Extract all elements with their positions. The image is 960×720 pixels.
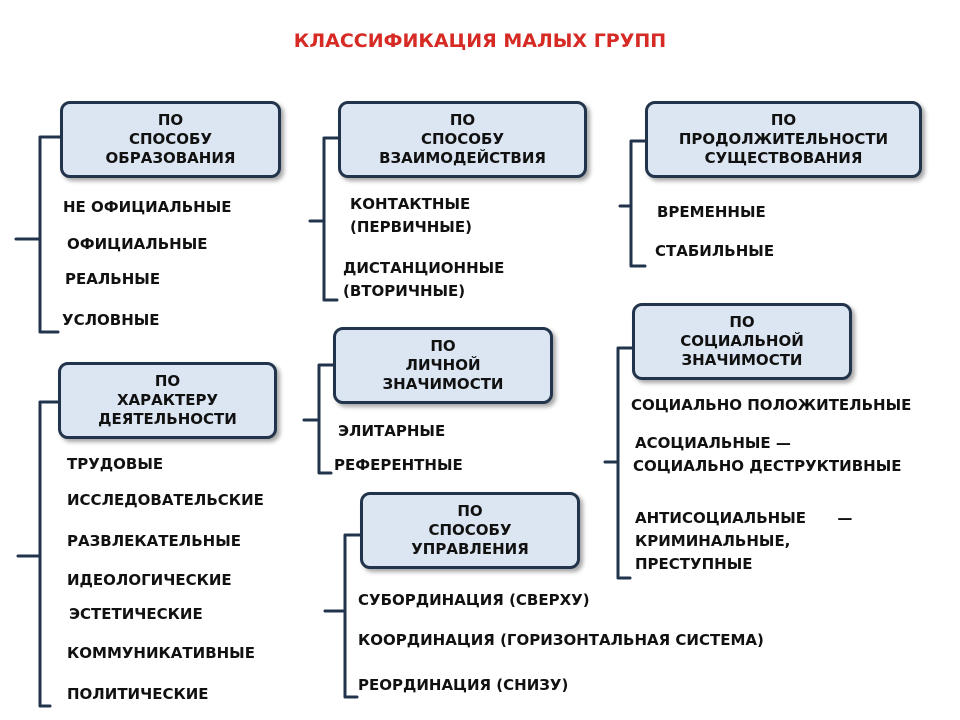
list-item: АНТИСОЦИАЛЬНЫЕ — bbox=[635, 509, 853, 527]
list-item: (ПЕРВИЧНЫЕ) bbox=[350, 218, 472, 236]
category-box-activity: ПО ХАРАКТЕРУ ДЕЯТЕЛЬНОСТИ bbox=[58, 362, 277, 439]
list-item: СУБОРДИНАЦИЯ (СВЕРХУ) bbox=[358, 591, 590, 609]
box-line: ПО bbox=[430, 337, 456, 355]
list-item: ТРУДОВЫЕ bbox=[67, 455, 164, 473]
box-line: ПО bbox=[449, 111, 476, 129]
diagram-title: КЛАССИФИКАЦИЯ МАЛЫХ ГРУПП bbox=[293, 30, 667, 52]
box-line: ЗНАЧИМОСТИ bbox=[681, 351, 803, 369]
list-item: ВРЕМЕННЫЕ bbox=[657, 203, 766, 221]
box-line: ЗНАЧИМОСТИ bbox=[382, 375, 504, 393]
category-box-interaction: ПО СПОСОБУ ВЗАИМОДЕЙСТВИЯ bbox=[338, 101, 587, 178]
list-item: РЕФЕРЕНТНЫЕ bbox=[334, 456, 463, 474]
bracket-group-5 bbox=[302, 363, 335, 475]
box-line: СПОСОБУ bbox=[420, 130, 505, 148]
box-line: ЛИЧНОЙ bbox=[405, 356, 481, 374]
category-box-formation: ПО СПОСОБУ ОБРАЗОВАНИЯ bbox=[60, 101, 281, 178]
box-line: УПРАВЛЕНИЯ bbox=[411, 540, 529, 558]
box-line: СПОСОБУ bbox=[128, 130, 213, 148]
list-item: РЕАЛЬНЫЕ bbox=[65, 270, 161, 288]
box-line: ВЗАИМОДЕЙСТВИЯ bbox=[379, 149, 546, 167]
list-item: ПРЕСТУПНЫЕ bbox=[635, 555, 753, 573]
bracket-group-2 bbox=[308, 136, 340, 302]
box-line: ДЕЯТЕЛЬНОСТИ bbox=[98, 410, 237, 428]
list-item: ИДЕОЛОГИЧЕСКИЕ bbox=[67, 571, 232, 589]
list-item: (ВТОРИЧНЫЕ) bbox=[343, 282, 466, 300]
bracket-group-4 bbox=[16, 400, 60, 708]
box-line: СПОСОБУ bbox=[428, 521, 512, 539]
list-item: СОЦИАЛЬНО ДЕСТРУКТИВНЫЕ bbox=[633, 457, 902, 475]
list-item: КРИМИНАЛЬНЫЕ, bbox=[635, 532, 791, 550]
category-box-personal-significance: ПО ЛИЧНОЙ ЗНАЧИМОСТИ bbox=[333, 327, 553, 404]
box-line: ПО bbox=[154, 372, 181, 390]
category-box-social-significance: ПО СОЦИАЛЬНОЙ ЗНАЧИМОСТИ bbox=[632, 303, 852, 380]
box-line: ХАРАКТЕРУ bbox=[116, 391, 219, 409]
list-item: ИССЛЕДОВАТЕЛЬСКИЕ bbox=[67, 491, 264, 509]
list-item: РАЗВЛЕКАТЕЛЬНЫЕ bbox=[67, 532, 241, 550]
bracket-group-7 bbox=[603, 346, 634, 580]
list-item: РЕОРДИНАЦИЯ (СНИЗУ) bbox=[358, 676, 569, 694]
bracket-group-6 bbox=[323, 533, 362, 699]
bracket-group-1 bbox=[14, 135, 62, 334]
box-line: ПО bbox=[457, 502, 483, 520]
list-item: ЭСТЕТИЧЕСКИЕ bbox=[69, 605, 203, 623]
bracket-group-3 bbox=[618, 139, 647, 268]
list-item: КОНТАКТНЫЕ bbox=[350, 195, 471, 213]
list-item: ЭЛИТАРНЫЕ bbox=[338, 422, 446, 440]
box-line: ОБРАЗОВАНИЯ bbox=[105, 149, 236, 167]
category-box-duration: ПО ПРОДОЛЖИТЕЛЬНОСТИ СУЩЕСТВОВАНИЯ bbox=[645, 101, 922, 178]
category-box-management: ПО СПОСОБУ УПРАВЛЕНИЯ bbox=[360, 492, 580, 569]
box-line: ПО bbox=[729, 313, 755, 331]
list-item: КООРДИНАЦИЯ (ГОРИЗОНТАЛЬНАЯ СИСТЕМА) bbox=[358, 631, 764, 649]
box-line: ПО bbox=[157, 111, 184, 129]
list-item: ПОЛИТИЧЕСКИЕ bbox=[67, 685, 209, 703]
list-item: КОММУНИКАТИВНЫЕ bbox=[67, 644, 255, 662]
box-line: СОЦИАЛЬНОЙ bbox=[680, 332, 804, 350]
box-line: ПРОДОЛЖИТЕЛЬНОСТИ bbox=[678, 130, 889, 148]
list-item: ОФИЦИАЛЬНЫЕ bbox=[67, 235, 208, 253]
box-line: ПО bbox=[770, 111, 797, 129]
list-item: УСЛОВНЫЕ bbox=[62, 311, 160, 329]
list-item: АСОЦИАЛЬНЫЕ — bbox=[635, 434, 791, 452]
list-item: СТАБИЛЬНЫЕ bbox=[655, 242, 775, 260]
list-item: СОЦИАЛЬНО ПОЛОЖИТЕЛЬНЫЕ bbox=[631, 396, 912, 414]
box-line: СУЩЕСТВОВАНИЯ bbox=[704, 149, 863, 167]
list-item: НЕ ОФИЦИАЛЬНЫЕ bbox=[63, 198, 232, 216]
list-item: ДИСТАНЦИОННЫЕ bbox=[343, 259, 505, 277]
